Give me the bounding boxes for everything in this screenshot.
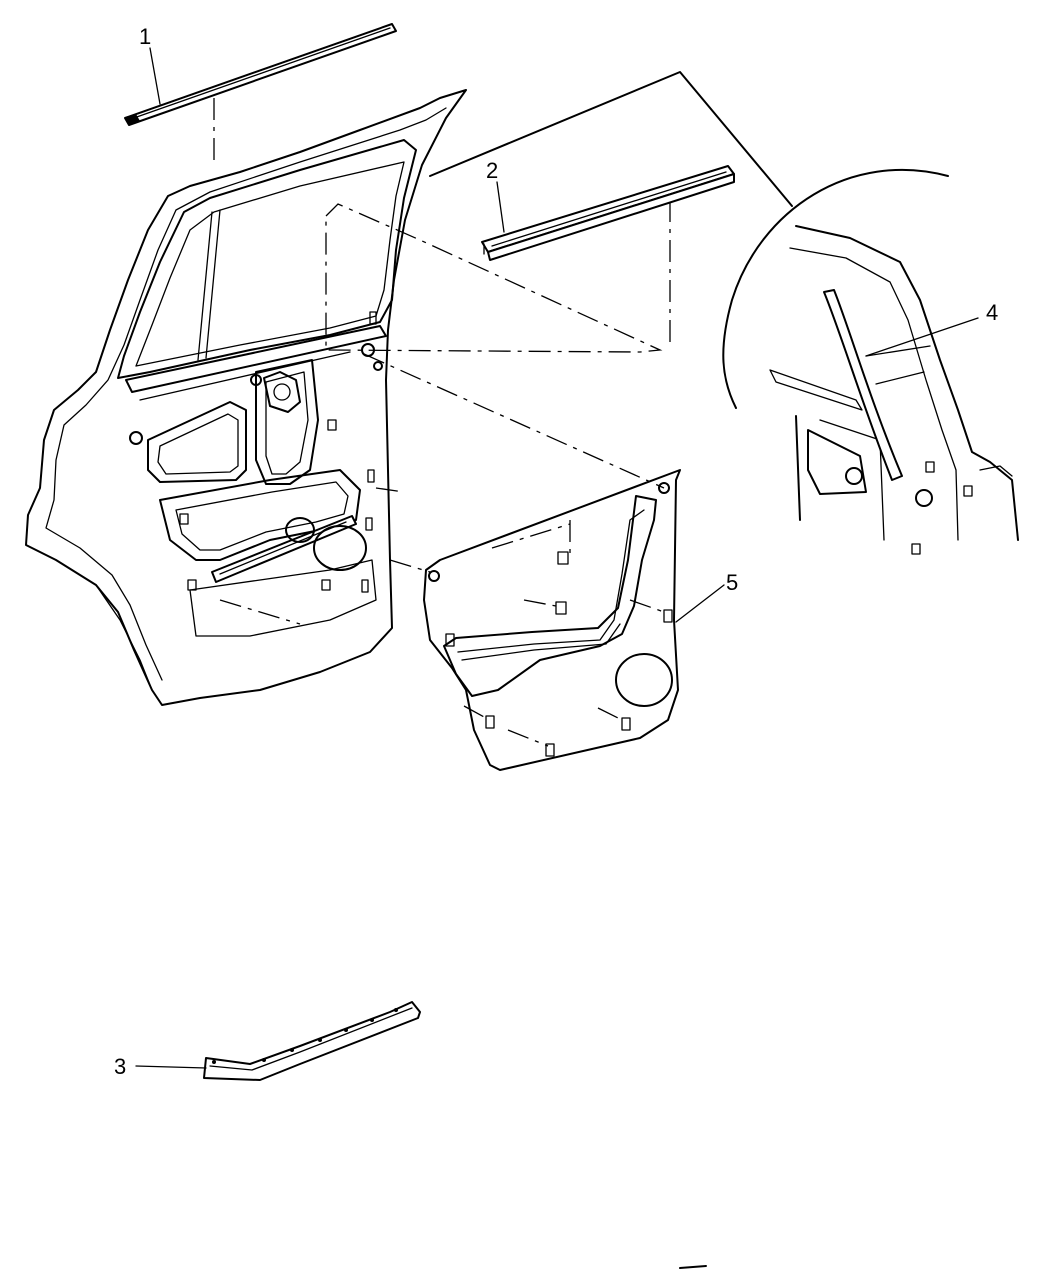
bottom-mark <box>679 1265 707 1269</box>
alignment-lines <box>219 353 665 747</box>
callout-5: 5 <box>726 570 738 595</box>
part-4-glass-run-channel[interactable] <box>823 289 903 481</box>
detail-view <box>429 71 1019 555</box>
rear-door-shell <box>25 89 467 706</box>
part-2-inner-belt-weatherstrip[interactable] <box>481 165 735 261</box>
callout-1: 1 <box>139 24 151 49</box>
part-5-door-trim-panel[interactable] <box>423 469 681 771</box>
part-1-belt-weatherstrip[interactable] <box>124 23 397 126</box>
callout-3: 3 <box>114 1054 126 1079</box>
callout-leaders <box>135 47 979 1069</box>
part-4-leader-guide <box>865 345 931 357</box>
callout-2: 2 <box>486 158 498 183</box>
part-3-door-sill-seal[interactable] <box>203 1001 421 1081</box>
callout-4: 4 <box>986 300 998 325</box>
glass-outline <box>325 203 663 353</box>
part-4-leader-guide-2 <box>875 371 925 385</box>
